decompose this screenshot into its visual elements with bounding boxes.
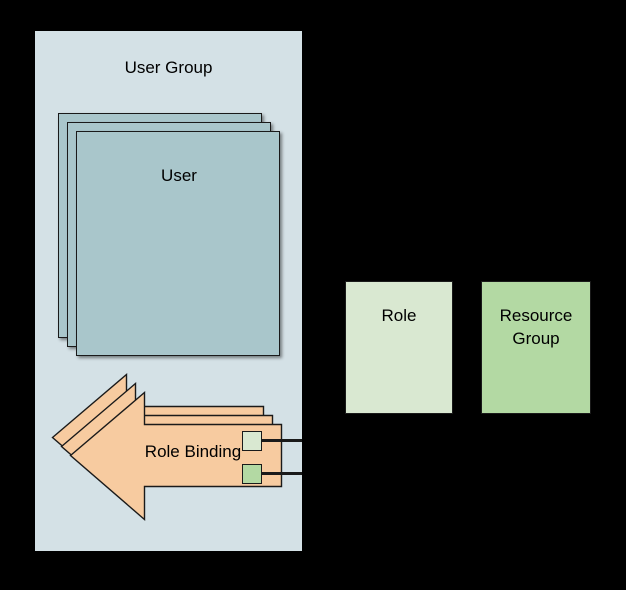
role-port-square[interactable] [242, 431, 262, 451]
role-binding-arrow-front[interactable]: Role Binding [69, 380, 283, 532]
resource-port-square[interactable] [242, 464, 262, 484]
role-binding-stack: Role Binding [51, 362, 283, 532]
user-card-front[interactable]: User [76, 131, 280, 356]
user-card-stack: User [58, 113, 280, 356]
resource-group-label-line1: Resource [499, 306, 573, 325]
user-label: User [161, 166, 197, 185]
resource-connector-line [262, 472, 302, 475]
role-box[interactable]: Role [345, 281, 453, 414]
resource-group-box[interactable]: Resource Group [481, 281, 591, 414]
role-box-label: Role [381, 306, 417, 325]
role-connector-line [262, 439, 302, 442]
resource-group-box-label: Resource Group [482, 304, 590, 350]
user-group-label: User Group [124, 58, 213, 77]
resource-group-label-line2: Group [512, 329, 560, 348]
role-binding-label: Role Binding [144, 442, 242, 461]
